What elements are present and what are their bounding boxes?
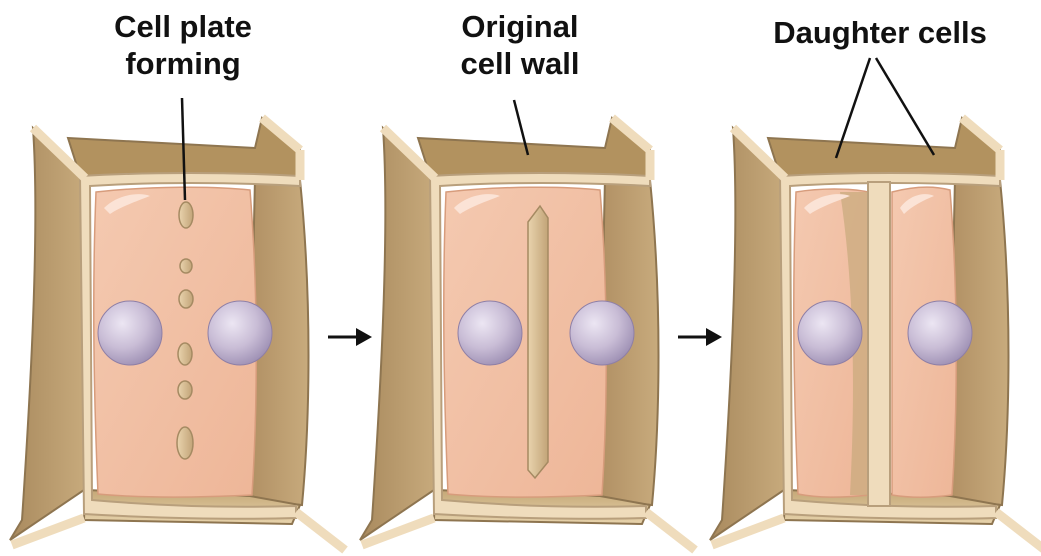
label-cell-plate-line2: forming bbox=[78, 45, 288, 82]
arrow-2 bbox=[678, 328, 722, 346]
label-cell-plate-line1: Cell plate bbox=[78, 8, 288, 45]
label-original-cell-wall: Original cell wall bbox=[420, 8, 620, 82]
cell-1-nucleus-left bbox=[98, 301, 162, 365]
label-original-line1: Original bbox=[420, 8, 620, 45]
cell-2-cell-plate bbox=[528, 206, 548, 478]
arrow-1 bbox=[328, 328, 372, 346]
cell-1-nucleus-right bbox=[208, 301, 272, 365]
daughter-leader-line-right bbox=[876, 58, 934, 155]
cell-plate-leader-line bbox=[182, 98, 185, 200]
label-original-line2: cell wall bbox=[420, 45, 620, 82]
cell-1-plate-forming bbox=[10, 98, 345, 550]
label-daughter-line1: Daughter cells bbox=[740, 14, 1020, 51]
label-cell-plate-forming: Cell plate forming bbox=[78, 8, 288, 82]
cell-3-daughter-cells bbox=[710, 58, 1041, 550]
cell-2-original-wall bbox=[360, 100, 695, 550]
cell-1-left-outer-wall bbox=[10, 128, 85, 540]
label-daughter-cells: Daughter cells bbox=[740, 14, 1020, 51]
cell-3-new-wall bbox=[868, 182, 890, 506]
